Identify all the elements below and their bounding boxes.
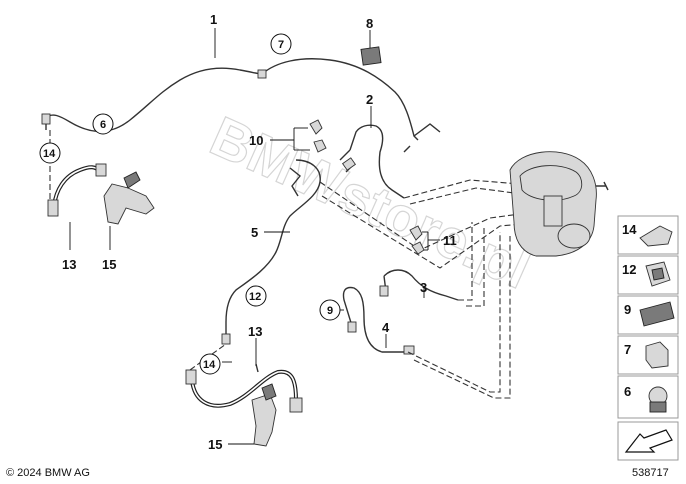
callout-9[interactable]: 9 (327, 305, 333, 317)
dashed-connections (319, 179, 523, 399)
callouts: 1 2 3 4 5 8 10 11 13 13 15 15 7 6 14 12 … (39, 12, 457, 452)
legend-label-9: 9 (624, 302, 631, 317)
brake-line-3[interactable] (379, 269, 459, 301)
callout-15-upper[interactable]: 15 (102, 257, 116, 272)
callout-13-upper[interactable]: 13 (62, 257, 76, 272)
brake-line-5[interactable] (221, 159, 321, 345)
leader-lines (69, 28, 440, 445)
callout-11[interactable]: 11 (443, 233, 457, 248)
part-10-clips[interactable] (309, 119, 327, 153)
bracket-15-upper[interactable] (103, 171, 155, 225)
callout-4[interactable]: 4 (382, 320, 390, 335)
callout-1[interactable]: 1 (210, 12, 217, 27)
legend-label-6: 6 (624, 384, 631, 399)
brake-line-2[interactable] (339, 124, 411, 199)
diagram-number: 538717 (632, 467, 669, 479)
callout-14-upper[interactable]: 14 (43, 148, 56, 160)
callout-8[interactable]: 8 (366, 16, 373, 31)
callout-14-lower[interactable]: 14 (203, 359, 216, 371)
abs-hydraulic-unit (509, 151, 609, 257)
copyright-text: © 2024 BMW AG (6, 467, 90, 479)
callout-15-lower[interactable]: 15 (208, 437, 222, 452)
callout-7[interactable]: 7 (278, 39, 284, 51)
bracket-15-lower[interactable] (251, 363, 277, 447)
legend-label-14: 14 (622, 222, 637, 237)
legend-label-12: 12 (622, 262, 636, 277)
brake-hose-13-lower[interactable] (185, 343, 303, 413)
part-8-pad[interactable] (360, 46, 382, 66)
parts-legend: 14 12 9 7 6 (617, 215, 679, 461)
brake-hose-13-upper[interactable] (47, 130, 107, 217)
callout-13-lower[interactable]: 13 (248, 324, 262, 339)
brake-line-4[interactable] (342, 286, 415, 355)
legend-item-6[interactable] (617, 375, 679, 419)
callout-10[interactable]: 10 (249, 133, 263, 148)
callout-3[interactable]: 3 (420, 280, 427, 295)
callout-2[interactable]: 2 (366, 92, 373, 107)
brake-line-1[interactable] (41, 58, 441, 141)
callout-12[interactable]: 12 (249, 291, 261, 303)
callout-5[interactable]: 5 (251, 225, 258, 240)
arrow-icon (624, 429, 673, 453)
legend-label-7: 7 (624, 342, 631, 357)
callout-6[interactable]: 6 (100, 119, 106, 131)
